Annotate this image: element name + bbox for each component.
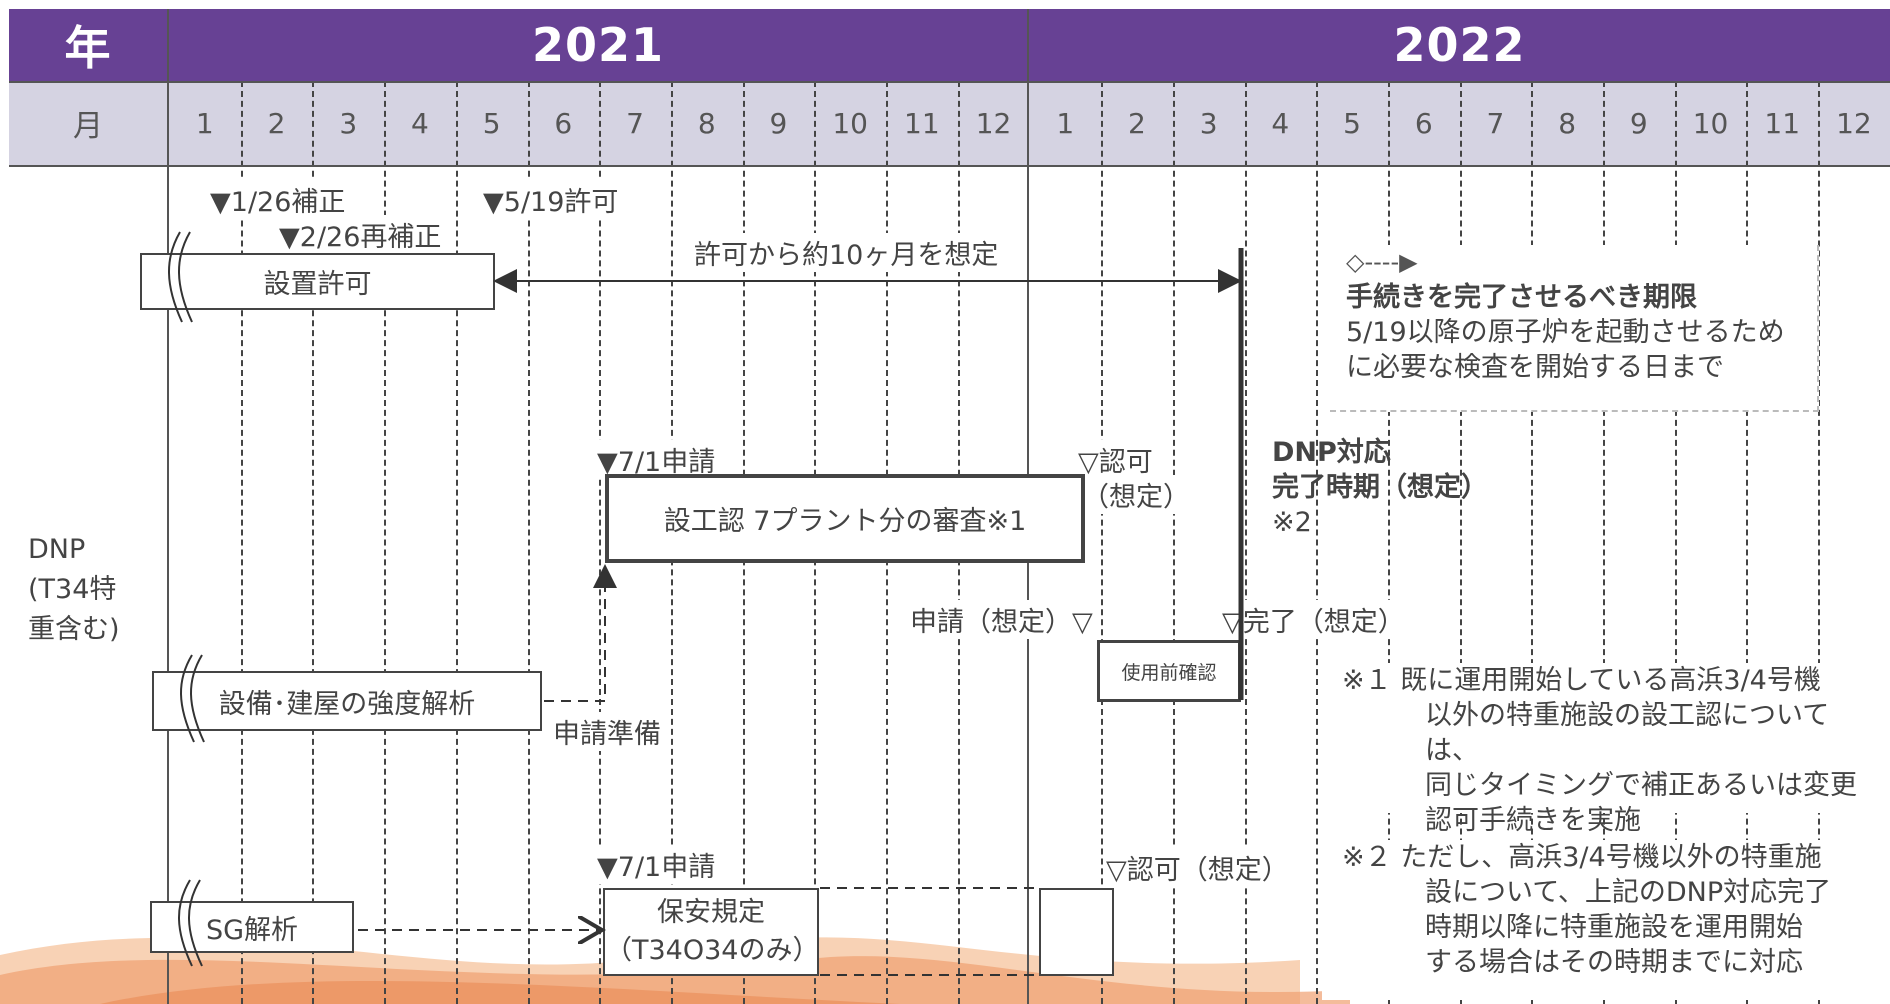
box-sg-analysis-label: SG解析 [205, 914, 299, 946]
month-cell: 1 [1056, 106, 1075, 140]
application-prep: 申請準備 [553, 712, 661, 751]
month-gridline [1316, 81, 1319, 1004]
month-band [9, 81, 1890, 165]
month-gridline [1101, 81, 1104, 1004]
box-strength-analysis: 設備･建屋の強度解析 [152, 671, 542, 731]
month-gridline [240, 81, 243, 1004]
span-label: 許可から約10ヶ月を想定 [694, 233, 999, 272]
box-install-permit-label: 設置許可 [263, 269, 372, 300]
header-divider [9, 81, 1890, 83]
month-cell: 6 [1414, 106, 1433, 140]
month-gridline [1818, 81, 1821, 1004]
month-gridline [1459, 81, 1462, 1004]
prep-arrow [544, 564, 617, 702]
box-design-review: 設工認 7プラント分の審査※1 [605, 474, 1085, 563]
box-pre-use-check: 使用前確認 [1097, 640, 1241, 702]
month-gridline [1603, 81, 1605, 1004]
note-2-line4: する場合はその時期までに対応 [1425, 947, 1803, 978]
month-cell: 9 [1629, 106, 1648, 140]
milestone-application-assumed: 申請（想定）▽ [910, 600, 1093, 639]
month-cell: 1 [195, 106, 214, 140]
month-gridline [599, 81, 602, 1004]
label-column-divider [167, 9, 169, 1004]
month-cell: 11 [1764, 106, 1801, 140]
note-1-line2: 以外の特重施設の設工認については、 [1425, 700, 1830, 766]
month-cell: 3 [1199, 106, 1218, 140]
month-cell: 8 [697, 106, 716, 140]
box-strength-analysis-label: 設備･建屋の強度解析 [218, 688, 476, 720]
box-pre-use-check-label: 使用前確認 [1121, 661, 1217, 684]
year-2021: 2021 [169, 9, 1027, 81]
month-gridline [312, 81, 315, 1004]
month-cell: 2 [267, 106, 286, 140]
note-1-line3: 同じタイミングで補正あるいは変更 [1425, 770, 1857, 801]
month-cell: 5 [482, 106, 501, 140]
milestone-approval-assumed: （想定） [1082, 475, 1190, 514]
month-cell: 11 [904, 106, 940, 140]
milestone-5-19: ▼5/19許可 [483, 180, 619, 219]
legend-title: 手続きを完了させるべき期限 [1346, 282, 1697, 313]
month-cell: 10 [832, 106, 868, 140]
month-cell: 7 [626, 106, 644, 140]
milestone-approval: ▽認可 [1078, 440, 1153, 479]
box-safety-rules-approval [1039, 888, 1114, 976]
milestone-safety-approval: ▽認可（想定） [1106, 848, 1289, 887]
box-safety-rules-line1: 保安規定 [657, 897, 765, 928]
dnp-complete-line2: 完了時期（想定） [1272, 472, 1488, 503]
month-gridline [384, 81, 387, 1004]
legend-line2: に必要な検査を開始する日まで [1346, 352, 1724, 383]
month-gridline [455, 81, 458, 1004]
month-cell: 12 [975, 106, 1012, 140]
month-cell: 8 [1558, 106, 1577, 140]
month-gridline [1746, 81, 1749, 1004]
month-cell: 12 [1836, 106, 1872, 140]
month-cell: 4 [411, 106, 429, 140]
milestone-complete-assumed: ▽完了（想定） [1222, 600, 1405, 639]
month-gridline [1244, 81, 1247, 1004]
milestone-7-1-safety: ▼7/1申請 [597, 845, 716, 884]
month-header-label: 月 [73, 109, 103, 144]
dnp-complete-note: ※2 [1272, 507, 1312, 538]
year-2022: 2022 [1029, 9, 1890, 81]
month-gridline [1172, 81, 1175, 1004]
legend-symbol: ◇----▶ [1346, 248, 1418, 276]
box-install-permit: 設置許可 [140, 253, 495, 310]
note-2-line3: 時期以降に特重施設を運用開始 [1425, 912, 1803, 943]
note-1-line4: 認可手続きを実施 [1425, 805, 1641, 836]
note-2-line1: ※２ ただし、高浜3/4号機以外の特重施 [1342, 842, 1822, 873]
break-mark-icon [168, 231, 205, 967]
month-cell: 6 [554, 106, 573, 140]
month-divider [9, 165, 1890, 167]
note-2: ※２ ただし、高浜3/4号機以外の特重施 設について、上記のDNP対応完了 時期… [1322, 840, 1890, 1000]
milestone-2-26: ▼2/26再補正 [279, 215, 442, 254]
month-gridline [1387, 81, 1390, 1004]
box-safety-rules-line2: （T34O34のみ） [605, 935, 820, 966]
month-cell: 5 [1343, 106, 1361, 140]
year-header-label: 年 [9, 9, 167, 81]
note-1: ※１ 既に運用開始している高浜3/4号機 以外の特重施設の設工認については、 同… [1330, 663, 1880, 836]
month-cell: 2 [1128, 106, 1146, 140]
month-gridline [1531, 81, 1534, 1004]
dnp-complete-title: DNP対応 完了時期（想定） ※2 [1272, 435, 1488, 540]
dnp-complete-line1: DNP対応 [1272, 437, 1391, 468]
row-label-dnp: DNP (T34特 重含む) [28, 534, 120, 645]
month-cell: 3 [339, 106, 358, 140]
note-2-line2: 設について、上記のDNP対応完了 [1425, 877, 1832, 908]
legend-box: ◇----▶ 手続きを完了させるべき期限 5/19以降の原子炉を起動させるため … [1330, 245, 1819, 412]
month-cell: 9 [769, 106, 788, 140]
month-gridline [1674, 81, 1677, 1004]
month-cell: 7 [1486, 106, 1505, 140]
month-gridline [527, 81, 530, 1004]
legend-line1: 5/19以降の原子炉を起動させるため [1346, 317, 1785, 348]
box-safety-rules: 保安規定 （T34O34のみ） [603, 888, 819, 976]
box-design-review-label: 設工認 7プラント分の審査※1 [663, 506, 1027, 537]
milestone-1-26: ▼1/26補正 [210, 180, 346, 219]
note-1-line1: ※１ 既に運用開始している高浜3/4号機 [1342, 665, 1821, 696]
milestone-7-1-review: ▼7/1申請 [597, 440, 716, 479]
month-cell: 4 [1271, 106, 1290, 140]
month-cell: 10 [1692, 106, 1729, 140]
